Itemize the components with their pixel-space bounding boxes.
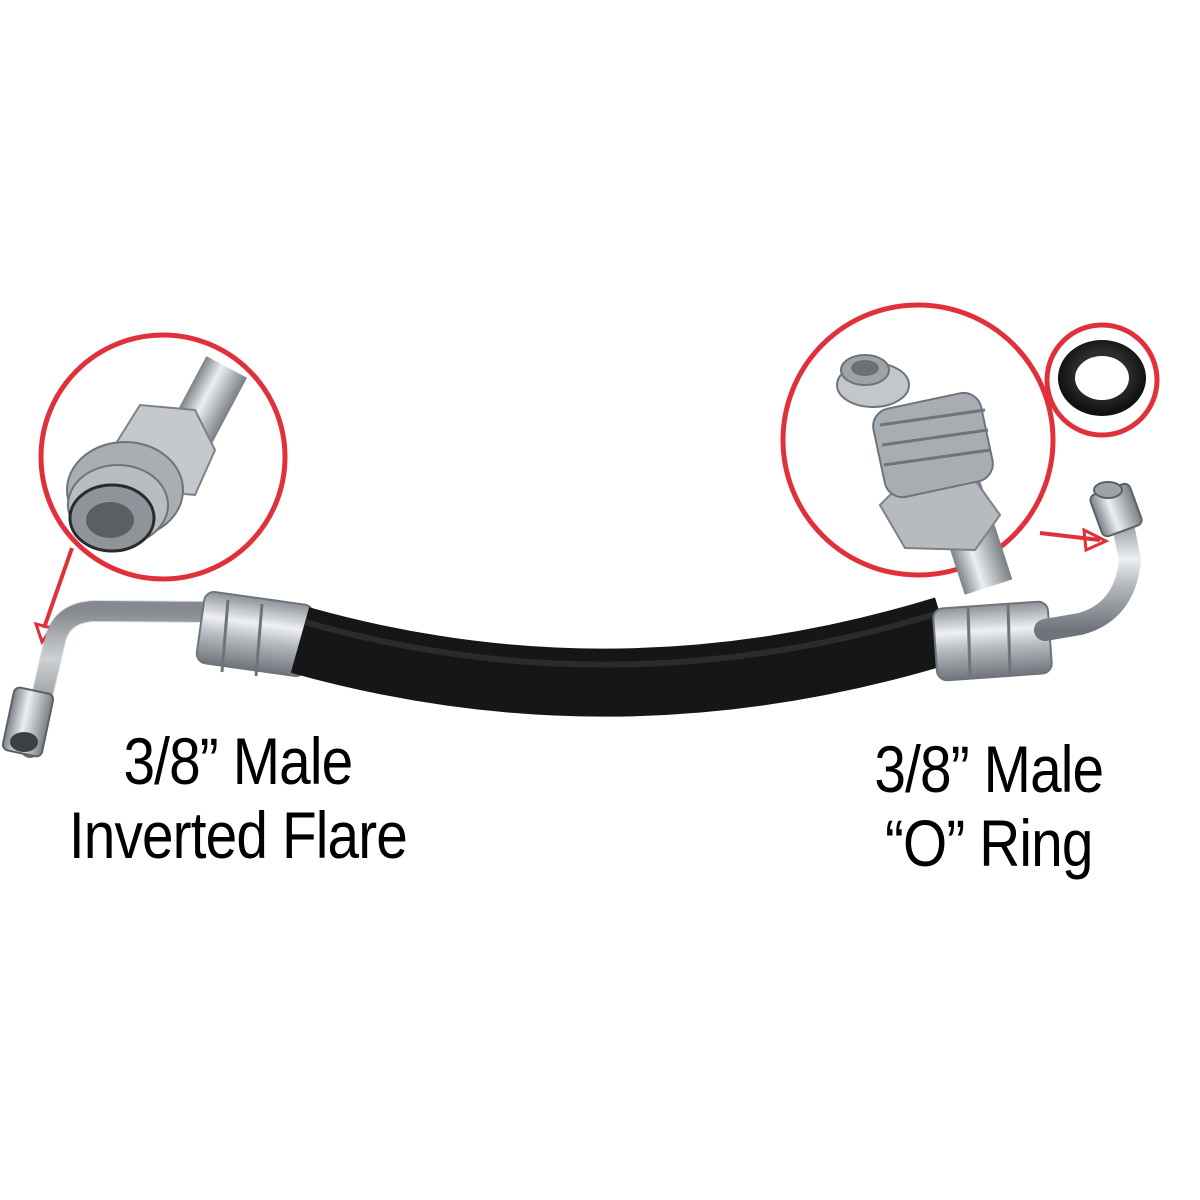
left-fitting-size: 3/8” Male: [123, 724, 353, 798]
right-fitting-size: 3/8” Male: [874, 732, 1104, 806]
right-fitting-callout: [780, 302, 1110, 595]
left-fitting-type: Inverted Flare: [68, 798, 408, 872]
left-fitting-callout: [33, 332, 288, 646]
right-fitting-type: “O” Ring: [885, 806, 1093, 880]
hose-assembly: [1, 481, 1143, 758]
o-ring-inset: [1044, 322, 1160, 438]
right-fitting-label: 3/8” Male “O” Ring: [834, 732, 1144, 880]
left-fitting-label: 3/8” Male Inverted Flare: [10, 724, 466, 872]
